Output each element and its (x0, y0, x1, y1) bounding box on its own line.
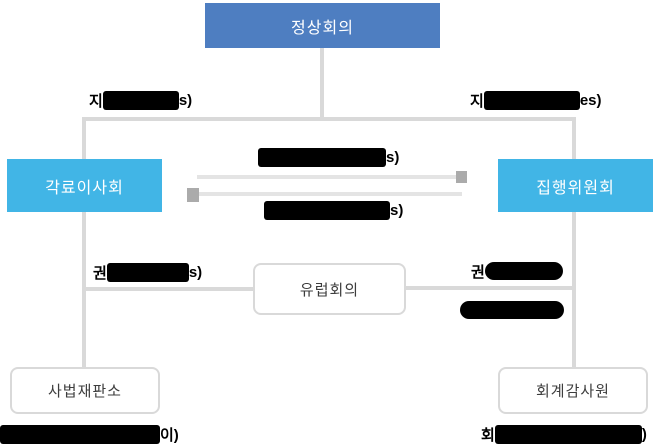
label-between-bottom: s) (264, 199, 403, 221)
arrow-right-head-icon (456, 171, 467, 183)
node-commission-label: 집행위원회 (536, 179, 615, 197)
connector-right-drop-to-commission (572, 117, 576, 159)
label-commission-to-europe-bottom (460, 299, 564, 321)
arrow-right-line (197, 175, 457, 179)
redaction-bar (484, 262, 563, 280)
node-summit: 정상회의 (205, 3, 440, 48)
node-summit-label: 정상회의 (291, 19, 354, 37)
redaction-bar (102, 90, 179, 110)
label-commission-to-europe-top: 권 (471, 260, 563, 282)
redaction-bar (494, 424, 642, 444)
redaction-bar (264, 200, 390, 220)
connector-summit-down (320, 48, 324, 118)
node-court-of-auditors: 회계감사원 (498, 367, 648, 414)
redaction-bar (483, 90, 580, 110)
label-suffix: s) (188, 263, 203, 281)
node-council-label: 각료이사회 (45, 179, 124, 197)
redaction-bar (258, 147, 386, 167)
label-suffix: s) (390, 201, 404, 219)
label-court-of-justice-caption: 이) (0, 423, 179, 445)
arrow-left-head-icon (187, 188, 199, 202)
node-council: 각료이사회 (7, 159, 162, 212)
node-commission: 집행위원회 (498, 159, 653, 212)
label-suffix: s) (386, 148, 400, 166)
redaction-bar (106, 262, 189, 282)
node-court-of-justice-label: 사법재판소 (47, 383, 122, 400)
node-court-of-auditors-label: 회계감사원 (535, 383, 610, 400)
connector-europe-to-commission (406, 286, 572, 290)
arrow-left-line (199, 192, 462, 196)
label-prefix: 권 (93, 264, 107, 282)
connector-main-horizontal (82, 117, 576, 121)
node-european-council-label: 유럽회의 (299, 281, 360, 299)
label-summit-to-council: 지 s) (89, 89, 192, 111)
label-suffix: s) (178, 91, 193, 109)
label-prefix: 지 (89, 92, 103, 110)
label-prefix: 권 (471, 263, 485, 281)
redaction-bar (460, 301, 564, 319)
label-prefix: 지 (470, 92, 484, 110)
connector-council-to-europe (82, 287, 253, 291)
label-suffix: ) (641, 425, 647, 443)
connector-commission-to-auditors (572, 212, 576, 369)
label-council-to-europe: 권 s) (93, 261, 202, 283)
label-summit-to-commission: 지 es) (470, 89, 602, 111)
label-court-of-auditors-caption: 회 ) (481, 423, 647, 445)
node-european-council: 유럽회의 (253, 263, 406, 315)
label-prefix: 회 (481, 426, 495, 444)
label-suffix: es) (579, 91, 602, 109)
redaction-bar (0, 424, 160, 444)
label-between-top: s) (258, 146, 399, 168)
node-court-of-justice: 사법재판소 (10, 367, 160, 414)
label-suffix: 이) (160, 426, 179, 444)
connector-left-drop-to-council (82, 117, 86, 159)
